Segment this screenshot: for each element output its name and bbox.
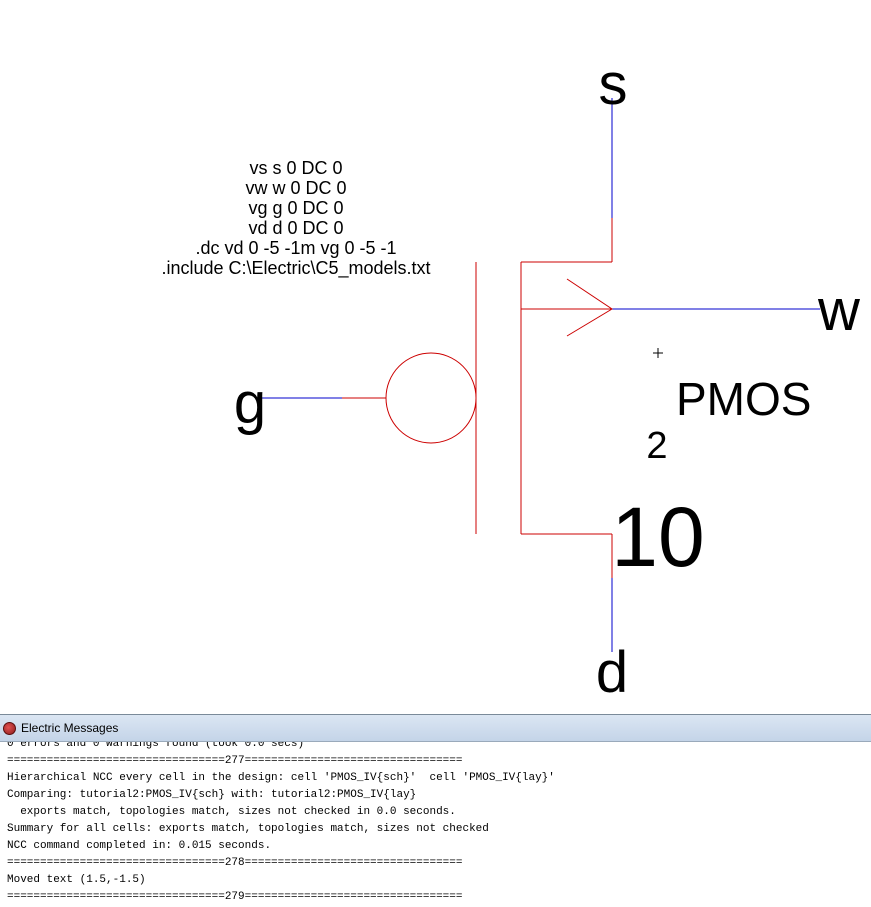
log-line: Summary for all cells: exports match, to… [7,823,489,835]
spice-directives[interactable]: vs s 0 DC 0 vw w 0 DC 0 vg g 0 DC 0 vd d… [161,158,430,279]
electric-app-icon [3,721,16,735]
schematic-drawing[interactable]: vs s 0 DC 0 vw w 0 DC 0 vg g 0 DC 0 vd d… [0,0,871,714]
messages-title: Electric Messages [21,721,119,735]
gate-pin-label[interactable]: g [234,371,266,436]
log-line: 0 errors and 0 warnings found (took 0.0 … [7,742,305,750]
well-pin-label[interactable]: w [817,278,861,343]
messages-window[interactable]: Electric Messages 0 errors and 0 warning… [0,714,871,907]
cursor-crosshair-icon [653,348,663,358]
drain-pin-label[interactable]: d [596,640,628,705]
log-line: NCC command completed in: 0.015 seconds. [7,840,272,852]
log-line: Hierarchical NCC every cell in the desig… [7,772,555,784]
source-pin-label[interactable]: s [599,52,628,117]
messages-log[interactable]: 0 errors and 0 warnings found (took 0.0 … [0,742,871,907]
spice-line-4: vd d 0 DC 0 [248,218,343,238]
transistor-type-label[interactable]: PMOS [676,373,811,425]
spice-line-3: vg g 0 DC 0 [248,198,343,218]
spice-line-6: .include C:\Electric\C5_models.txt [161,258,430,279]
log-line: exports match, topologies match, sizes n… [7,806,456,818]
schematic-canvas[interactable]: vs s 0 DC 0 vw w 0 DC 0 vg g 0 DC 0 vd d… [0,0,871,714]
log-line: =================================279====… [7,891,463,903]
log-line: Moved text (1.5,-1.5) [7,874,146,886]
inversion-bubble [385,352,477,444]
transistor-width-label[interactable]: 10 [611,490,704,584]
log-line: =================================278====… [7,857,463,869]
transistor-length-label[interactable]: 2 [646,425,667,467]
log-line: Comparing: tutorial2:PMOS_IV{sch} with: … [7,789,417,801]
spice-line-1: vs s 0 DC 0 [249,158,342,178]
messages-titlebar[interactable]: Electric Messages [0,715,871,742]
pmos-transistor[interactable] [342,218,613,578]
well-arrow-icon [566,278,613,337]
spice-line-5: .dc vd 0 -5 -1m vg 0 -5 -1 [195,238,396,258]
spice-line-2: vw w 0 DC 0 [245,178,346,198]
log-line: =================================277====… [7,755,463,767]
